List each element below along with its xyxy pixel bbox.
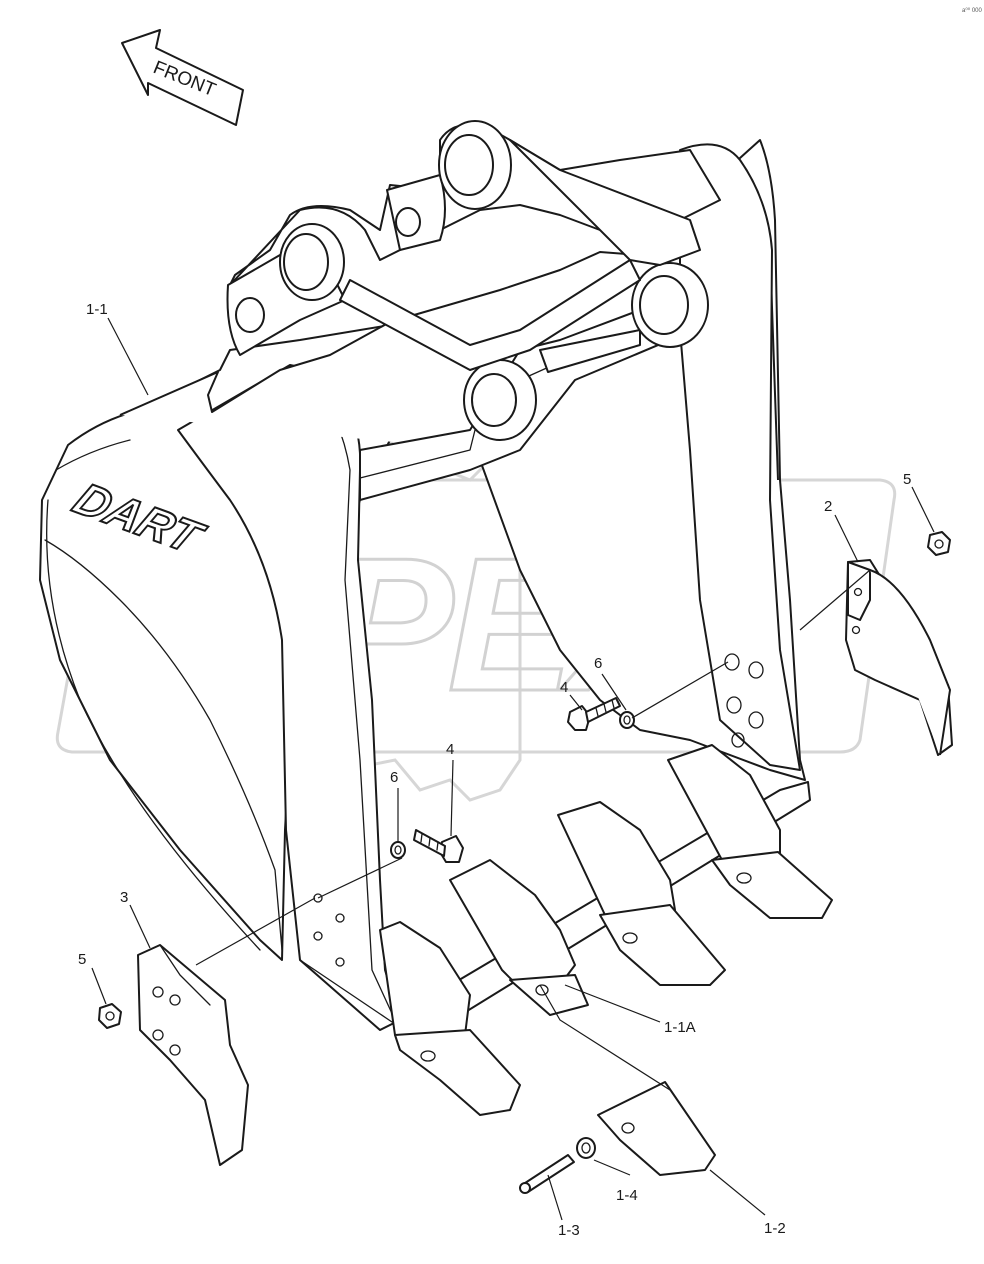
- callout-1-1: 1-1: [86, 301, 108, 318]
- callout-labels: 1-1 2 5 6 4 4 6 3 5 1-1A 1-4 1-3 1-2: [78, 301, 911, 1239]
- callout-4-mid: 4: [446, 741, 454, 758]
- tooth-1: [379, 921, 521, 1116]
- leader-lines: [91, 317, 935, 1221]
- nut-right: [927, 531, 951, 556]
- side-cutter-right: [845, 559, 953, 756]
- callout-1-2: 1-2: [764, 1220, 786, 1237]
- nut-left: [98, 1003, 122, 1029]
- callout-1-4: 1-4: [616, 1187, 638, 1204]
- callout-4-upper: 4: [560, 679, 568, 696]
- callout-1-3: 1-3: [558, 1222, 580, 1239]
- corner-mark: a⁰⁰ 000: [962, 7, 982, 14]
- bucket-body: DART: [39, 120, 811, 1041]
- bolt-upper: [567, 697, 621, 731]
- callout-5-right: 5: [903, 471, 911, 488]
- callout-1-1a: 1-1A: [664, 1019, 696, 1036]
- washer-upper: [619, 711, 635, 729]
- callout-6-upper: 6: [594, 655, 602, 672]
- callout-3: 3: [120, 889, 128, 906]
- retainer-washer: [576, 1137, 596, 1159]
- callout-2: 2: [824, 498, 832, 515]
- callout-6-mid: 6: [390, 769, 398, 786]
- right-side-bolt-holes: [724, 653, 764, 748]
- left-side-bolt-holes: [313, 893, 345, 967]
- side-cutter-left: [137, 944, 249, 1166]
- tooth-4: [667, 744, 833, 919]
- washer-middle: [390, 841, 406, 859]
- tooth-3: [557, 801, 726, 986]
- tooth-2: [449, 859, 589, 1016]
- callout-5-left: 5: [78, 951, 86, 968]
- tooth-tip-exploded: [597, 1081, 716, 1176]
- front-arrow-label: FRONT: [150, 57, 219, 101]
- bolt-middle: [413, 829, 464, 863]
- front-arrow: FRONT: [121, 29, 244, 126]
- tooth-pin: [519, 1154, 575, 1194]
